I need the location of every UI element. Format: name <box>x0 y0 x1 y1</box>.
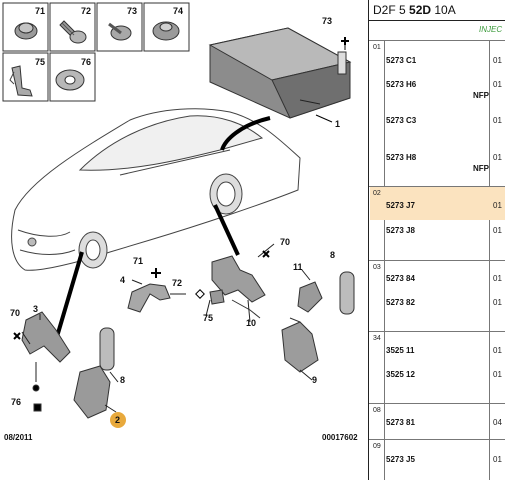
callout-71: 71 <box>35 6 46 16</box>
diagram-number: 00017602 <box>322 433 358 442</box>
part-qty: 01 <box>493 56 502 65</box>
part-ref[interactable]: 5273 J5 <box>386 455 415 464</box>
sensor-8-right-icon <box>339 271 355 315</box>
sensor-2-icon <box>73 365 111 419</box>
callout-2: 2 <box>115 415 121 425</box>
callout-72-right: 72 <box>172 278 183 288</box>
nut-74-icon <box>152 21 180 41</box>
callout-3: 3 <box>33 304 39 314</box>
part-qty: 01 <box>493 80 502 89</box>
part-qty: 01 <box>493 455 502 464</box>
group-number: 03 <box>373 264 381 271</box>
screw-73-icon <box>108 22 132 41</box>
panel-subtitle: INJEC <box>479 25 503 34</box>
part-ref[interactable]: 5273 82 <box>386 298 415 307</box>
selected-row-highlight <box>370 187 505 220</box>
parts-illustration <box>2 2 355 428</box>
parts-diagram: 71 72 73 74 75 76 73 1 70 71 72 75 4 10 … <box>2 2 358 442</box>
clip-75-small-icon <box>209 289 225 305</box>
callout-76-left: 76 <box>11 397 22 407</box>
parts-list-panel: D2F 5 52D 10A INJEC 01 5273 C1 01 5273 H… <box>368 0 505 480</box>
part-ref[interactable]: 5273 C1 <box>386 56 417 65</box>
callout-4: 4 <box>120 275 126 285</box>
panel-title: D2F 5 52D 10A <box>373 3 456 17</box>
sensor-11-icon <box>297 281 323 313</box>
callout-70-left: 70 <box>10 308 21 318</box>
part-ref[interactable]: 3525 11 <box>386 346 415 355</box>
callout-8-right: 8 <box>330 250 336 260</box>
part-ref[interactable]: 5273 J8 <box>386 226 415 235</box>
part-ref[interactable]: 5273 84 <box>386 274 415 283</box>
callout-9: 9 <box>312 375 318 385</box>
part-qty: 01 <box>493 370 502 379</box>
callout-74: 74 <box>173 6 184 16</box>
part-ref[interactable]: 5273 C3 <box>386 116 417 125</box>
title-prefix: D2F 5 <box>373 3 410 17</box>
nfp-label: NFP <box>473 164 489 173</box>
group-number: 08 <box>373 407 381 414</box>
part-ref[interactable]: 3525 12 <box>386 370 415 379</box>
callout-8-left: 8 <box>120 375 126 385</box>
sensor-8-left-icon <box>99 327 115 371</box>
callout-73-ecu: 73 <box>322 16 333 26</box>
callout-71-right: 71 <box>133 256 144 266</box>
panel-header: D2F 5 52D 10A <box>369 0 505 21</box>
part-qty: 01 <box>493 201 502 210</box>
diagram-date: 08/2011 <box>4 433 33 442</box>
part-qty: 01 <box>493 116 502 125</box>
callout-76: 76 <box>81 57 92 67</box>
group-number: 34 <box>373 335 381 342</box>
part-qty: 01 <box>493 226 502 235</box>
sensor-3-icon <box>21 311 71 363</box>
title-code: 52D <box>409 3 432 17</box>
callout-70-right: 70 <box>280 237 291 247</box>
callout-1: 1 <box>335 119 341 129</box>
part-ref-selected[interactable]: 5273 J7 <box>386 201 415 210</box>
callout-11: 11 <box>293 262 303 272</box>
callout-75: 75 <box>35 57 46 67</box>
car-illustration <box>11 108 301 271</box>
callout-10: 10 <box>246 318 257 328</box>
part-qty: 01 <box>493 298 502 307</box>
part-ref[interactable]: 5273 H6 <box>386 80 417 89</box>
screw-72-icon <box>59 20 87 44</box>
part-qty: 01 <box>493 274 502 283</box>
ecu-module-icon <box>208 27 352 119</box>
group-number: 01 <box>373 44 381 51</box>
group-number: 02 <box>373 190 381 197</box>
group-number: 09 <box>373 443 381 450</box>
bracket-4-icon <box>127 283 171 313</box>
nfp-label: NFP <box>473 91 489 100</box>
part-qty: 01 <box>493 346 502 355</box>
sensor-bracket-10-icon <box>211 255 266 319</box>
callout-73: 73 <box>127 6 138 16</box>
callout-72: 72 <box>81 6 92 16</box>
nut-71-icon <box>14 22 38 40</box>
part-ref[interactable]: 5273 81 <box>386 418 415 427</box>
callout-75-right: 75 <box>203 313 214 323</box>
part-qty: 04 <box>493 418 502 427</box>
part-qty: 01 <box>493 153 502 162</box>
title-suffix: 10A <box>431 3 456 17</box>
clip-75-icon <box>9 65 33 97</box>
part-ref[interactable]: 5273 H8 <box>386 153 417 162</box>
washer-76-icon <box>55 69 85 91</box>
sensor-9-icon <box>281 317 319 373</box>
